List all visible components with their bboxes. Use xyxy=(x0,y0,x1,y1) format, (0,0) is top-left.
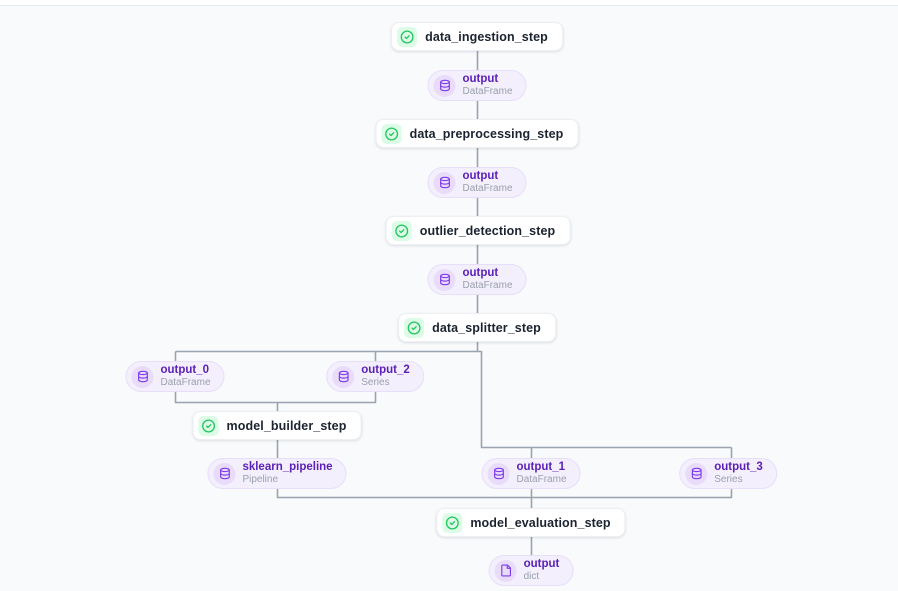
artifact-label: output_1 xyxy=(516,461,566,474)
step-label: data_splitter_step xyxy=(432,320,541,335)
artifact-label: output_3 xyxy=(714,461,763,474)
step-node-data-preprocessing[interactable]: data_preprocessing_step xyxy=(375,119,579,148)
artifact-type: Series xyxy=(714,474,743,486)
database-icon xyxy=(487,462,510,485)
step-label: model_evaluation_step xyxy=(470,515,611,530)
artifact-label: output xyxy=(462,170,499,183)
database-icon xyxy=(433,74,456,97)
step-node-data-ingestion[interactable]: data_ingestion_step xyxy=(391,22,563,51)
artifact-node-output-2[interactable]: output_2 Series xyxy=(326,361,424,392)
step-node-model-builder[interactable]: model_builder_step xyxy=(192,411,362,440)
status-success-icon xyxy=(442,512,463,533)
top-border xyxy=(0,0,898,6)
artifact-node-output-preprocessing[interactable]: output DataFrame xyxy=(427,167,527,198)
status-success-icon xyxy=(391,220,412,241)
artifact-node-output-ingestion[interactable]: output DataFrame xyxy=(427,70,527,101)
artifact-type: DataFrame xyxy=(462,86,513,98)
artifact-node-output-1[interactable]: output_1 DataFrame xyxy=(481,458,581,489)
artifact-type: DataFrame xyxy=(462,280,513,292)
step-node-outlier-detection[interactable]: outlier_detection_step xyxy=(385,216,571,245)
artifact-type: DataFrame xyxy=(516,474,567,486)
database-icon xyxy=(332,365,355,388)
artifact-label: output xyxy=(462,267,499,280)
artifact-type: Series xyxy=(361,377,390,389)
database-icon xyxy=(213,462,236,485)
step-label: data_preprocessing_step xyxy=(409,126,564,141)
artifact-node-output-3[interactable]: output_3 Series xyxy=(679,458,777,489)
artifact-label: output xyxy=(462,73,499,86)
artifact-node-output-0[interactable]: output_0 DataFrame xyxy=(125,361,225,392)
artifact-label: output xyxy=(523,558,560,571)
artifact-label: sklearn_pipeline xyxy=(242,461,333,474)
artifact-node-output-dict[interactable]: output dict xyxy=(488,555,574,586)
database-icon xyxy=(433,268,456,291)
database-icon xyxy=(685,462,708,485)
artifact-type: dict xyxy=(523,571,540,583)
status-success-icon xyxy=(397,26,418,47)
artifact-label: output_0 xyxy=(160,364,210,377)
step-label: model_builder_step xyxy=(226,418,347,433)
artifact-type: DataFrame xyxy=(462,183,513,195)
status-success-icon xyxy=(198,415,219,436)
step-node-data-splitter[interactable]: data_splitter_step xyxy=(398,313,556,342)
artifact-type: DataFrame xyxy=(160,377,211,389)
step-label: outlier_detection_step xyxy=(419,223,556,238)
artifact-label: output_2 xyxy=(361,364,410,377)
artifact-node-output-outlier[interactable]: output DataFrame xyxy=(427,264,527,295)
step-node-model-evaluation[interactable]: model_evaluation_step xyxy=(436,508,626,537)
status-success-icon xyxy=(404,317,425,338)
step-label: data_ingestion_step xyxy=(425,29,548,44)
database-icon xyxy=(131,365,154,388)
artifact-type: Pipeline xyxy=(242,474,279,486)
database-icon xyxy=(433,171,456,194)
file-icon xyxy=(494,559,517,582)
artifact-node-sklearn-pipeline[interactable]: sklearn_pipeline Pipeline xyxy=(207,458,347,489)
status-success-icon xyxy=(381,123,402,144)
